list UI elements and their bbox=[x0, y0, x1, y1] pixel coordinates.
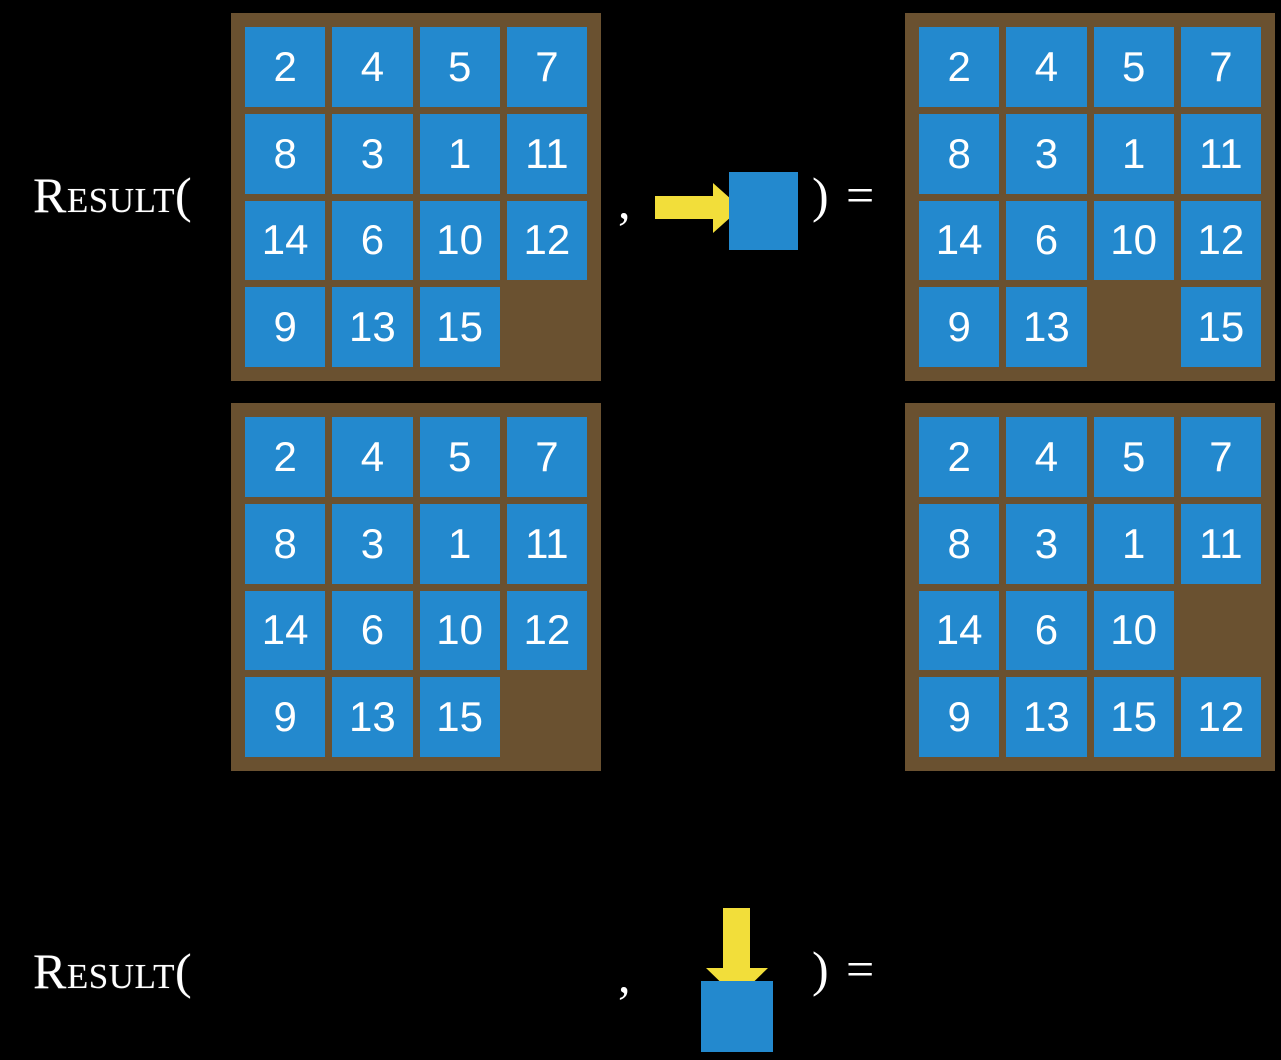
tile[interactable]: 10 bbox=[1093, 590, 1174, 671]
blank-tile bbox=[1094, 287, 1174, 367]
tile[interactable]: 7 bbox=[506, 417, 587, 497]
tile[interactable]: 3 bbox=[332, 503, 413, 584]
input-board-2: 2 4 5 7 8 3 1 11 14 6 10 12 9 13 15 bbox=[231, 403, 601, 771]
tile[interactable]: 11 bbox=[506, 113, 587, 194]
tile[interactable]: 5 bbox=[419, 27, 500, 107]
tile[interactable]: 9 bbox=[245, 677, 326, 757]
tile[interactable]: 1 bbox=[1093, 503, 1174, 584]
argument-separator-comma-1: , bbox=[618, 173, 631, 229]
tile[interactable]: 7 bbox=[506, 27, 587, 107]
tile[interactable]: 15 bbox=[419, 287, 500, 367]
tile[interactable]: 4 bbox=[1006, 417, 1087, 497]
tile[interactable]: 5 bbox=[1093, 27, 1174, 107]
tile[interactable]: 3 bbox=[1006, 113, 1087, 194]
blank-square-icon bbox=[729, 172, 798, 250]
tile[interactable]: 9 bbox=[919, 287, 1000, 367]
tile[interactable]: 3 bbox=[332, 113, 413, 194]
tile[interactable]: 15 bbox=[419, 677, 500, 757]
tile[interactable]: 14 bbox=[919, 590, 1000, 671]
tile[interactable]: 1 bbox=[419, 503, 500, 584]
tile[interactable]: 2 bbox=[245, 417, 326, 497]
tile[interactable]: 11 bbox=[1180, 503, 1261, 584]
tile[interactable]: 1 bbox=[419, 113, 500, 194]
blank-tile bbox=[507, 287, 587, 367]
tile[interactable]: 3 bbox=[1006, 503, 1087, 584]
tile[interactable]: 1 bbox=[1093, 113, 1174, 194]
action-operand-2 bbox=[690, 895, 820, 1060]
tile[interactable]: 9 bbox=[245, 287, 326, 367]
tile[interactable]: 8 bbox=[919, 113, 1000, 194]
equation-row-1: Result( 2 4 5 7 8 3 1 11 14 6 10 12 9 13… bbox=[0, 0, 1281, 392]
tile[interactable]: 8 bbox=[245, 503, 326, 584]
tile[interactable]: 8 bbox=[245, 113, 326, 194]
tile[interactable]: 8 bbox=[919, 503, 1000, 584]
tile[interactable]: 2 bbox=[245, 27, 326, 107]
tile[interactable]: 14 bbox=[245, 590, 326, 671]
arrow-down-icon-shaft bbox=[723, 908, 750, 970]
output-board-1: 2 4 5 7 8 3 1 11 14 6 10 12 9 13 15 bbox=[905, 13, 1275, 381]
tile[interactable]: 13 bbox=[332, 677, 413, 757]
tile[interactable]: 2 bbox=[919, 27, 1000, 107]
tile[interactable]: 12 bbox=[1180, 677, 1261, 757]
tile[interactable]: 13 bbox=[332, 287, 413, 367]
tile[interactable]: 10 bbox=[1093, 200, 1174, 281]
tile[interactable]: 10 bbox=[419, 590, 500, 671]
input-board-1: 2 4 5 7 8 3 1 11 14 6 10 12 9 13 15 bbox=[231, 13, 601, 381]
arrow-right-icon-shaft bbox=[655, 196, 715, 219]
tile[interactable]: 9 bbox=[919, 677, 1000, 757]
tile[interactable]: 14 bbox=[245, 200, 326, 281]
tile[interactable]: 13 bbox=[1006, 287, 1087, 367]
equation-row-2: Result( 2 4 5 7 8 3 1 11 14 6 10 12 9 13… bbox=[0, 390, 1281, 1052]
result-function-label-1: Result( bbox=[33, 167, 193, 223]
close-paren-1: ) bbox=[812, 167, 829, 223]
tile[interactable]: 13 bbox=[1006, 677, 1087, 757]
tile[interactable]: 15 bbox=[1180, 287, 1261, 367]
blank-square-icon bbox=[701, 981, 773, 1052]
tile[interactable]: 7 bbox=[1180, 417, 1261, 497]
tile[interactable]: 2 bbox=[919, 417, 1000, 497]
tile[interactable]: 12 bbox=[506, 200, 587, 281]
tile[interactable]: 11 bbox=[506, 503, 587, 584]
tile[interactable]: 6 bbox=[332, 590, 413, 671]
blank-tile bbox=[1181, 591, 1261, 671]
tile[interactable]: 12 bbox=[506, 590, 587, 671]
tile[interactable]: 6 bbox=[1006, 590, 1087, 671]
blank-tile bbox=[507, 677, 587, 757]
equals-sign-2: = bbox=[846, 941, 875, 997]
tile[interactable]: 14 bbox=[919, 200, 1000, 281]
output-board-2: 2 4 5 7 8 3 1 11 14 6 10 9 13 15 12 bbox=[905, 403, 1275, 771]
tile[interactable]: 4 bbox=[332, 417, 413, 497]
argument-separator-comma-2: , bbox=[618, 947, 631, 1003]
tile[interactable]: 4 bbox=[332, 27, 413, 107]
tile[interactable]: 5 bbox=[1093, 417, 1174, 497]
tile[interactable]: 15 bbox=[1093, 677, 1174, 757]
equals-sign-1: = bbox=[846, 167, 875, 223]
tile[interactable]: 7 bbox=[1180, 27, 1261, 107]
tile[interactable]: 5 bbox=[419, 417, 500, 497]
tile[interactable]: 10 bbox=[419, 200, 500, 281]
tile[interactable]: 4 bbox=[1006, 27, 1087, 107]
tile[interactable]: 11 bbox=[1180, 113, 1261, 194]
tile[interactable]: 6 bbox=[1006, 200, 1087, 281]
tile[interactable]: 6 bbox=[332, 200, 413, 281]
result-function-label-2: Result( bbox=[33, 943, 193, 999]
tile[interactable]: 12 bbox=[1180, 200, 1261, 281]
action-operand-1 bbox=[650, 165, 810, 260]
close-paren-2: ) bbox=[812, 941, 829, 997]
